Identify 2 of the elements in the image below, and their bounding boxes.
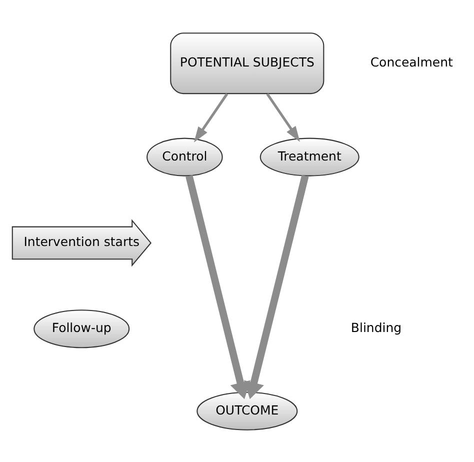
- label: Concealment: [370, 54, 453, 70]
- label: Blinding: [350, 320, 402, 335]
